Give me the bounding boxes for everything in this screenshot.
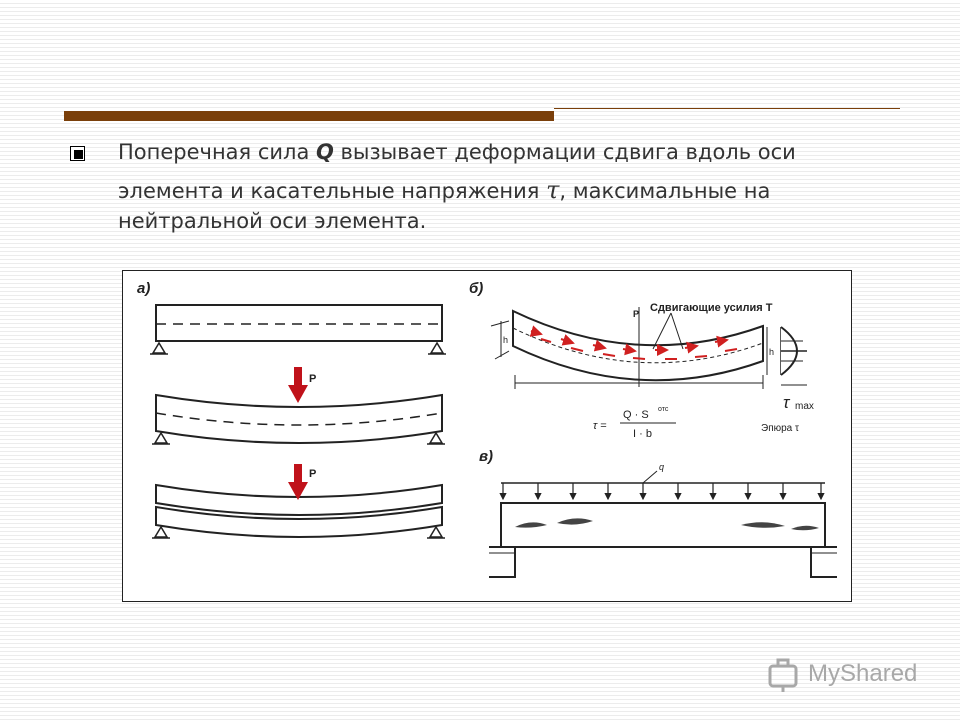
panel-v-label: в) [479,448,493,465]
beam-layered: P [152,464,445,539]
epure-label: Эпюра τ [761,423,799,434]
shear-force-label: Сдвигающие усилия T [650,302,773,314]
watermark-text: MyShared [808,660,918,687]
shear-arrows [529,325,738,360]
formula-superscript: отс [658,406,669,413]
formula-numerator: Q · S [623,409,649,421]
formula-lhs: τ = [593,420,607,432]
q-label: q [659,462,664,472]
text-line-1: Поперечная сила Q вызывает деформации сд… [118,140,796,164]
load-arrow-icon [288,464,308,500]
myshared-logo-icon [768,658,798,692]
panel-a-label: а) [137,280,150,297]
load-label-p1: P [309,373,316,385]
title-bar [64,111,554,121]
panel-b-label: б) [469,280,483,297]
shear-formula: τ = Q · S отс I · b [593,406,676,440]
tau-diagram: h τ max [766,326,814,412]
text-line-2: элемента и касательные напряжения τ, мак… [118,176,771,204]
beam-straight [150,304,446,355]
text-line-3: нейтральной оси элемента. [118,209,427,233]
beam-bent: P [152,367,445,445]
beam-shear: P Сдвигающие усилия T [490,302,814,440]
formula-denominator: I · b [633,428,652,440]
watermark: MyShared [768,656,928,696]
load-arrow-icon [288,367,308,403]
load-label-p2: P [309,468,316,480]
force-q: Q [316,140,334,164]
bullet-checkbox-icon [70,146,85,161]
beam-diagram-svg: а) P [137,280,837,578]
beam-distributed-load: q [489,462,837,578]
h-label-left: h [503,335,508,345]
load-label-p3: P [633,309,639,319]
tau-symbol: τ [546,176,560,204]
title-rule [554,108,900,109]
tau-max-sub: max [795,401,814,412]
beam-diagram: а) P [122,270,852,602]
tau-max-symbol: τ [783,393,791,412]
h-label-right: h [769,347,774,357]
